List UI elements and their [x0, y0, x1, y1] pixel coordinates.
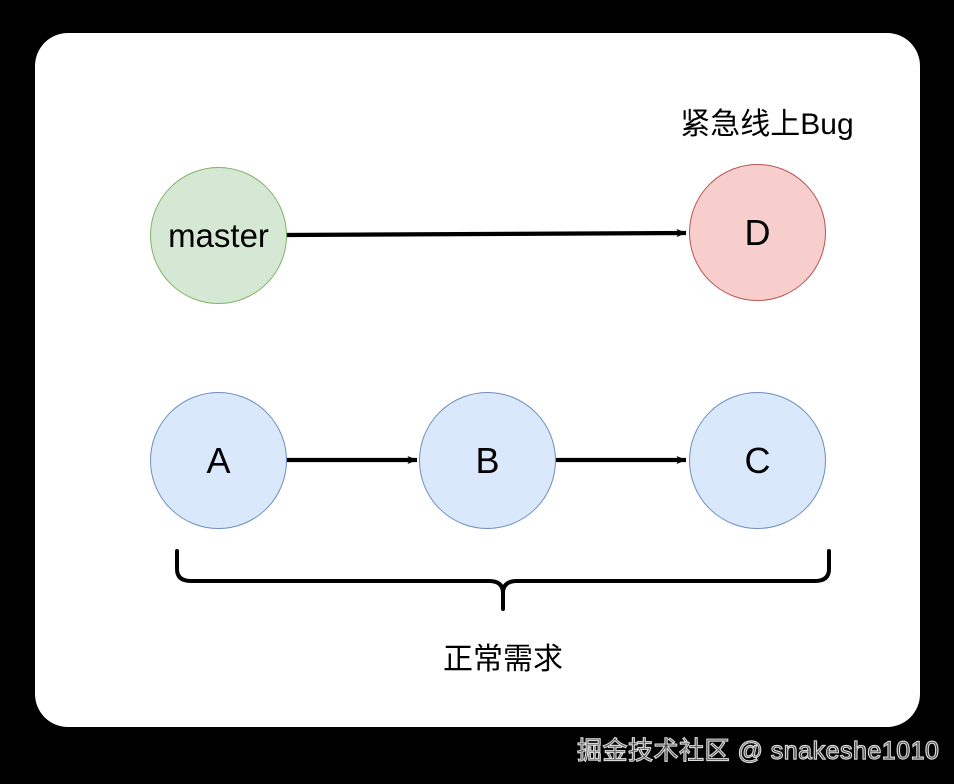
node-d-label: D	[744, 211, 771, 253]
watermark: 掘金技术社区 @ snakeshe1010	[576, 736, 940, 765]
node-a[interactable]: A	[150, 392, 287, 529]
watermark-fill: 掘金技术社区 @ snakeshe1010	[577, 737, 940, 765]
node-master[interactable]: master	[150, 167, 287, 304]
node-master-label: master	[168, 217, 269, 254]
node-a-label: A	[206, 439, 231, 481]
node-d[interactable]: D	[689, 164, 826, 301]
node-c-label: C	[744, 439, 771, 481]
urgent-bug-caption: 紧急线上Bug	[290, 110, 954, 140]
urgent-bug-caption-text: 紧急线上Bug	[680, 108, 854, 141]
node-b[interactable]: B	[419, 392, 556, 529]
normal-requirement-caption: 正常需求	[26, 645, 954, 675]
node-c[interactable]: C	[689, 392, 826, 529]
diagram-card	[35, 33, 920, 727]
normal-requirement-caption-text: 正常需求	[443, 643, 563, 676]
node-b-label: B	[475, 439, 500, 481]
